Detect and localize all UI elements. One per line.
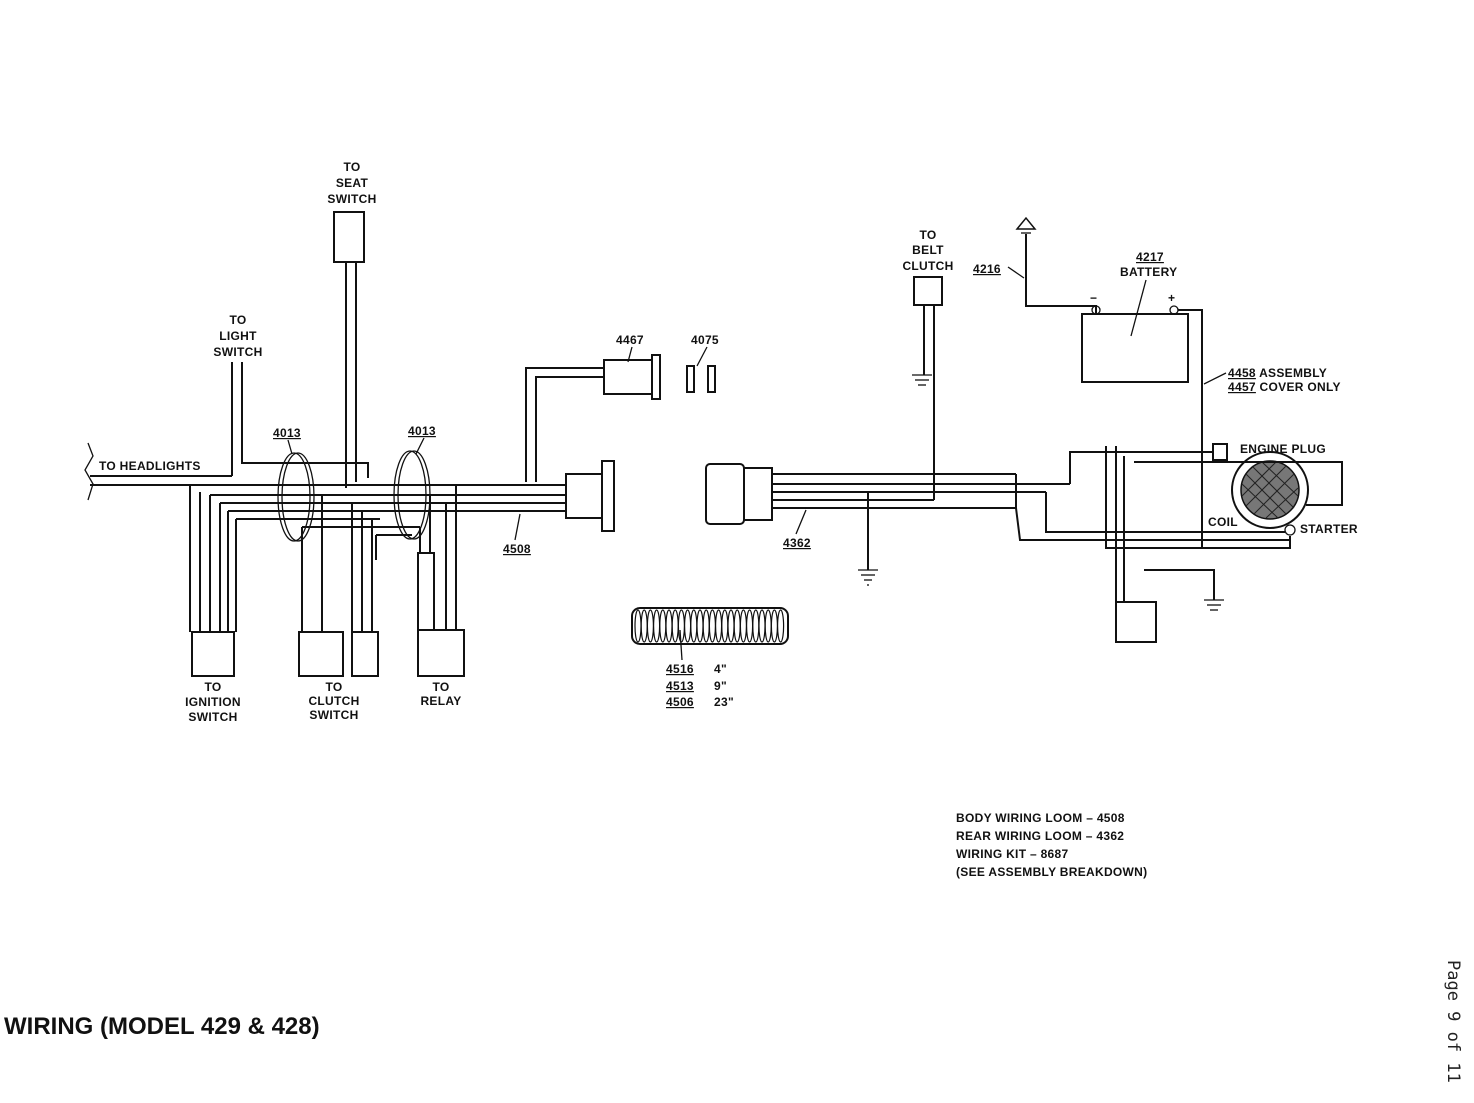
clutch-switch-connector-small [351, 631, 379, 677]
to-clutch-switch-label-3: SWITCH [309, 708, 358, 722]
note-line-1: BODY WIRING LOOM – 4508 [956, 811, 1125, 825]
battery [1081, 313, 1189, 383]
spring-part-3: 4506 [666, 695, 694, 709]
engine-connector [1115, 601, 1157, 643]
to-ignition-switch-label-3: SWITCH [188, 710, 237, 724]
engine-plug [1212, 443, 1228, 461]
rear-loom-plug [705, 463, 773, 525]
relay-connector [417, 629, 465, 677]
page-title: WIRING (MODEL 429 & 428) [4, 1013, 320, 1040]
belt-clutch-connector [913, 276, 943, 306]
rear-loom-label: 4362 [783, 536, 811, 550]
to-relay-label-2: RELAY [420, 694, 461, 708]
spring-length-1: 4" [714, 662, 727, 676]
to-belt-clutch-label-2: BELT [912, 243, 944, 257]
assembly-label-1: 4458 ASSEMBLY [1228, 366, 1327, 380]
battery-label: BATTERY [1120, 265, 1177, 279]
headlight-break-symbol [84, 442, 94, 501]
relay-drops [375, 485, 457, 633]
to-clutch-switch-label-2: CLUTCH [308, 694, 359, 708]
to-light-switch-label-3: SWITCH [213, 345, 262, 359]
to-ignition-switch-label-2: IGNITION [185, 695, 241, 709]
spring-part-1: 4516 [666, 662, 694, 676]
ground-symbol-2 [912, 374, 932, 386]
chassis-ground-symbol [1015, 216, 1037, 234]
grommet-wire [525, 367, 604, 482]
clamp-4013-left [277, 452, 311, 542]
fuse-4075 [686, 365, 716, 393]
note-line-3: WIRING KIT – 8687 [956, 847, 1068, 861]
ground-symbol-1 [858, 569, 878, 586]
body-loom-label: 4508 [503, 542, 531, 556]
ignition-switch-connector [191, 631, 235, 677]
ground-cable-4216 [1025, 234, 1097, 314]
note-line-2: REAR WIRING LOOM – 4362 [956, 829, 1124, 843]
clamp-left-label: 4013 [273, 426, 301, 440]
to-relay-label-1: TO [432, 680, 449, 694]
engine-wiring [1015, 446, 1343, 604]
clutch-switch-drops [301, 495, 373, 632]
light-switch-wire [241, 362, 369, 478]
spring-length-3: 23" [714, 695, 734, 709]
ignition-switch-drops [189, 485, 237, 632]
to-belt-clutch-label-3: CLUTCH [902, 259, 953, 273]
note-line-4: (SEE ASSEMBLY BREAKDOWN) [956, 865, 1147, 879]
cable-4216-label: 4216 [973, 262, 1001, 276]
to-light-switch-label-1: TO [229, 313, 246, 327]
battery-positive-cable [1178, 309, 1203, 548]
seat-switch-connector [333, 211, 365, 263]
spring-part-2: 4513 [666, 679, 694, 693]
clamp-right-label: 4013 [408, 424, 436, 438]
to-headlights-label: TO HEADLIGHTS [99, 459, 201, 473]
rear-loom-bundle [772, 473, 1070, 509]
to-ignition-switch-label-1: TO [204, 680, 221, 694]
starter-label: STARTER [1300, 522, 1358, 536]
to-seat-switch-label-1: TO [343, 160, 360, 174]
to-clutch-switch-label-1: TO [325, 680, 342, 694]
page-number: Page 9 of 11 [1435, 960, 1465, 1100]
grommet-label: 4467 [616, 333, 644, 347]
spring-coil [631, 607, 789, 645]
body-loom-bundle [190, 484, 566, 536]
page-number-text: Page 9 of 11 [1443, 960, 1463, 1083]
fuse-label: 4075 [691, 333, 719, 347]
clamp-4013-right [393, 450, 427, 540]
to-light-switch-label-2: LIGHT [219, 329, 257, 343]
to-belt-clutch-label-1: TO [919, 228, 936, 242]
to-seat-switch-label-3: SWITCH [327, 192, 376, 206]
battery-plus-label: + [1168, 291, 1175, 305]
battery-part-label: 4217 [1136, 250, 1164, 264]
to-seat-switch-label-2: SEAT [336, 176, 369, 190]
clutch-switch-connector [298, 631, 344, 677]
ground-symbol-3 [1204, 599, 1224, 611]
spring-length-2: 9" [714, 679, 727, 693]
battery-minus-label: − [1090, 291, 1097, 305]
coil-label: COIL [1208, 515, 1238, 529]
grommet-4467 [603, 354, 661, 400]
body-loom-plug [565, 460, 615, 532]
assembly-label-2: 4457 COVER ONLY [1228, 380, 1341, 394]
